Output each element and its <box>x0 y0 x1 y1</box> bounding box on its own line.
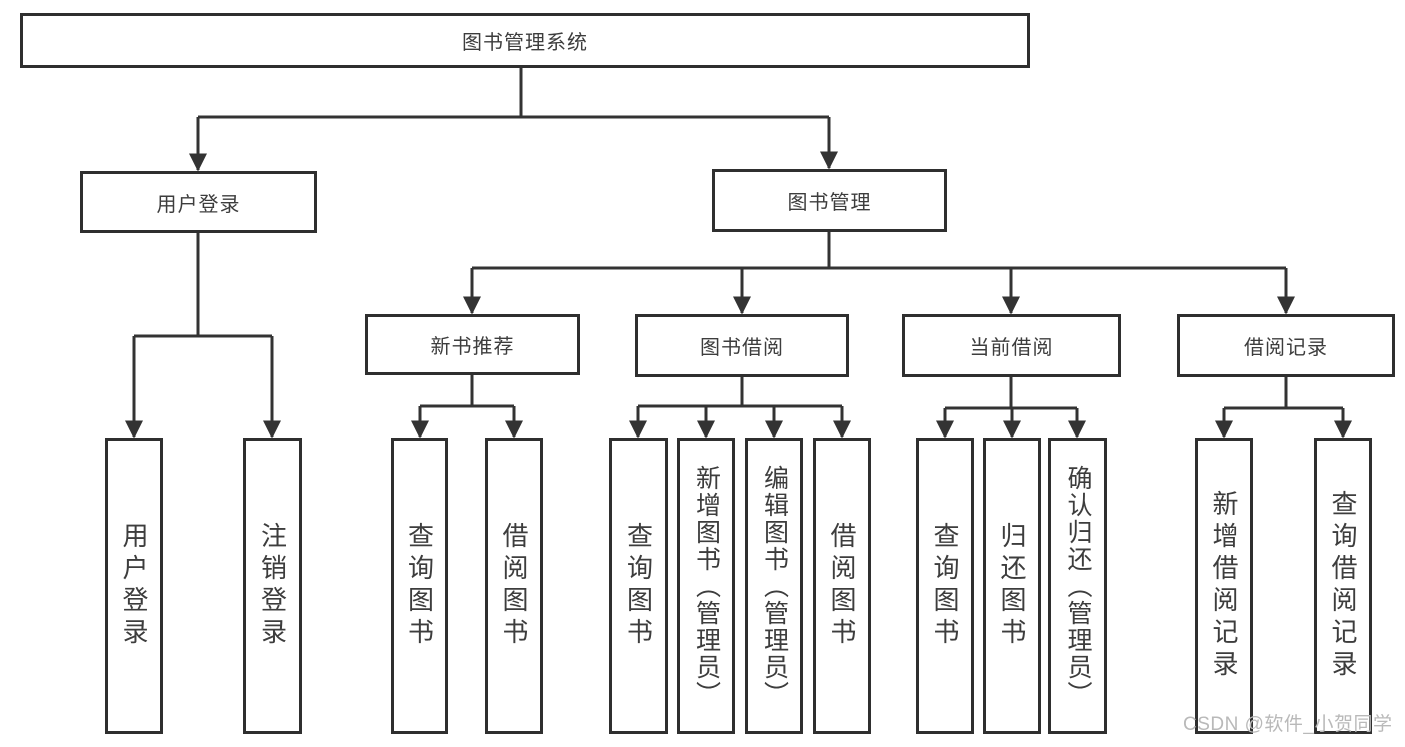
node-book-management-label: 图书管理 <box>787 192 872 214</box>
leaf-add-borrow-record: 新增借阅记录 <box>1195 438 1253 734</box>
leaf-query-books-1: 查询图书 <box>391 438 448 734</box>
node-book-borrow-label: 图书借阅 <box>700 337 784 359</box>
connector-book-management-trunk <box>472 232 1286 270</box>
node-root: 图书管理系统 <box>20 13 1030 68</box>
leaf-return-book-label: 归还图书 <box>997 522 1027 650</box>
leaf-user-login-label: 用户登录 <box>119 522 149 650</box>
leaf-logout: 注销登录 <box>243 438 302 734</box>
leaf-query-borrow-record: 查询借阅记录 <box>1314 438 1372 734</box>
leaf-edit-book-admin: 编辑图书（管理员） <box>745 438 803 734</box>
leaf-add-book-admin-label: 新增图书（管理员） <box>692 464 721 708</box>
node-current-borrow-label: 当前借阅 <box>969 337 1054 359</box>
leaf-query-books-2: 查询图书 <box>609 438 668 734</box>
leaf-query-borrow-record-label: 查询借阅记录 <box>1328 490 1358 682</box>
node-current-borrow: 当前借阅 <box>902 314 1121 377</box>
leaf-confirm-return-admin-label: 确认归还（管理员） <box>1064 464 1092 708</box>
node-new-book-recommend: 新书推荐 <box>365 314 580 375</box>
leaf-return-book: 归还图书 <box>983 438 1041 734</box>
connector-root-trunk <box>198 68 829 119</box>
leaf-query-books-3: 查询图书 <box>916 438 974 734</box>
leaf-borrow-books-1-label: 借阅图书 <box>499 522 529 650</box>
leaf-edit-book-admin-label: 编辑图书（管理员） <box>760 464 789 708</box>
leaf-add-borrow-record-label: 新增借阅记录 <box>1209 490 1239 682</box>
leaf-query-books-3-label: 查询图书 <box>930 522 960 650</box>
leaf-confirm-return-admin: 确认归还（管理员） <box>1048 438 1107 734</box>
connector-new-book-trunk <box>420 375 514 408</box>
leaf-borrow-books-2: 借阅图书 <box>813 438 871 734</box>
leaf-logout-label: 注销登录 <box>257 522 288 650</box>
node-borrow-records-label: 借阅记录 <box>1244 337 1328 359</box>
leaf-borrow-books-1: 借阅图书 <box>485 438 543 734</box>
node-book-management: 图书管理 <box>712 169 947 232</box>
node-user-login-label: 用户登录 <box>156 193 241 216</box>
node-book-borrow: 图书借阅 <box>635 314 849 377</box>
node-borrow-records: 借阅记录 <box>1177 314 1395 377</box>
leaf-add-book-admin: 新增图书（管理员） <box>677 438 735 734</box>
leaf-borrow-books-2-label: 借阅图书 <box>827 522 857 650</box>
node-new-book-recommend-label: 新书推荐 <box>430 336 515 358</box>
connector-current-borrow-trunk <box>945 377 1077 410</box>
connector-book-borrow-trunk <box>638 377 842 408</box>
leaf-user-login: 用户登录 <box>105 438 163 734</box>
watermark-text: CSDN @软件_小贺同学 <box>1183 714 1393 735</box>
node-user-login: 用户登录 <box>80 171 317 233</box>
node-root-label: 图书管理系统 <box>462 32 588 54</box>
connector-borrow-records-trunk <box>1224 377 1343 410</box>
leaf-query-books-1-label: 查询图书 <box>404 522 435 650</box>
connector-user-login-trunk <box>134 233 272 338</box>
leaf-query-books-2-label: 查询图书 <box>623 522 654 650</box>
